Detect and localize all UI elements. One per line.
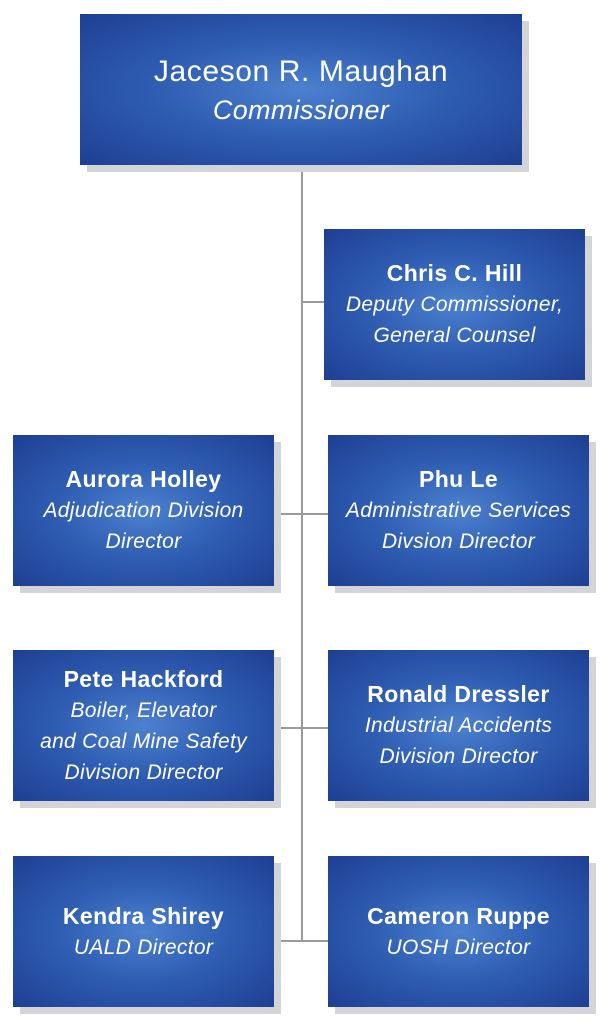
connector-row-1: [274, 513, 328, 515]
director-box-administrative: Phu Le Administrative Services Divsion D…: [328, 435, 589, 586]
commissioner-name: Jaceson R. Maughan: [153, 54, 449, 88]
director-title-line: UOSH Director: [386, 935, 531, 959]
deputy-title-line: Deputy Commissioner,: [345, 293, 564, 316]
director-title-line: Adjudication Division: [43, 499, 244, 522]
director-title-line: Division Director: [64, 760, 223, 784]
director-title-line: Divsion Director: [382, 530, 535, 553]
director-name: Phu Le: [418, 466, 499, 492]
deputy-title-line: General Counsel: [373, 324, 536, 347]
deputy-box: Chris C. Hill Deputy Commissioner, Gener…: [324, 229, 585, 380]
director-box-adjudication: Aurora Holley Adjudication Division Dire…: [13, 435, 274, 586]
director-title-line: Director: [105, 530, 182, 553]
director-title-line: Industrial Accidents: [364, 714, 553, 737]
commissioner-title: Commissioner: [212, 94, 390, 125]
director-box-boiler-elevator: Pete Hackford Boiler, Elevator and Coal …: [13, 650, 274, 801]
connector-trunk: [301, 165, 303, 942]
director-name: Kendra Shirey: [62, 902, 225, 929]
director-title-line: and Coal Mine Safety: [40, 729, 247, 753]
connector-deputy: [301, 301, 325, 303]
director-name: Pete Hackford: [63, 665, 224, 692]
director-box-uald: Kendra Shirey UALD Director: [13, 856, 274, 1007]
director-name: Ronald Dressler: [367, 681, 550, 707]
connector-row-2: [274, 727, 328, 729]
connector-row-3: [274, 940, 328, 942]
director-title-line: Boiler, Elevator: [70, 698, 217, 722]
director-name: Cameron Ruppe: [367, 902, 550, 929]
director-box-industrial-accidents: Ronald Dressler Industrial Accidents Div…: [328, 650, 589, 801]
director-title-line: UALD Director: [73, 935, 214, 959]
commissioner-box: Jaceson R. Maughan Commissioner: [80, 14, 522, 165]
deputy-name: Chris C. Hill: [386, 260, 523, 286]
director-title-line: Administrative Services: [345, 499, 572, 522]
director-name: Aurora Holley: [65, 466, 222, 492]
director-title-line: Division Director: [379, 745, 538, 768]
director-box-uosh: Cameron Ruppe UOSH Director: [328, 856, 589, 1007]
